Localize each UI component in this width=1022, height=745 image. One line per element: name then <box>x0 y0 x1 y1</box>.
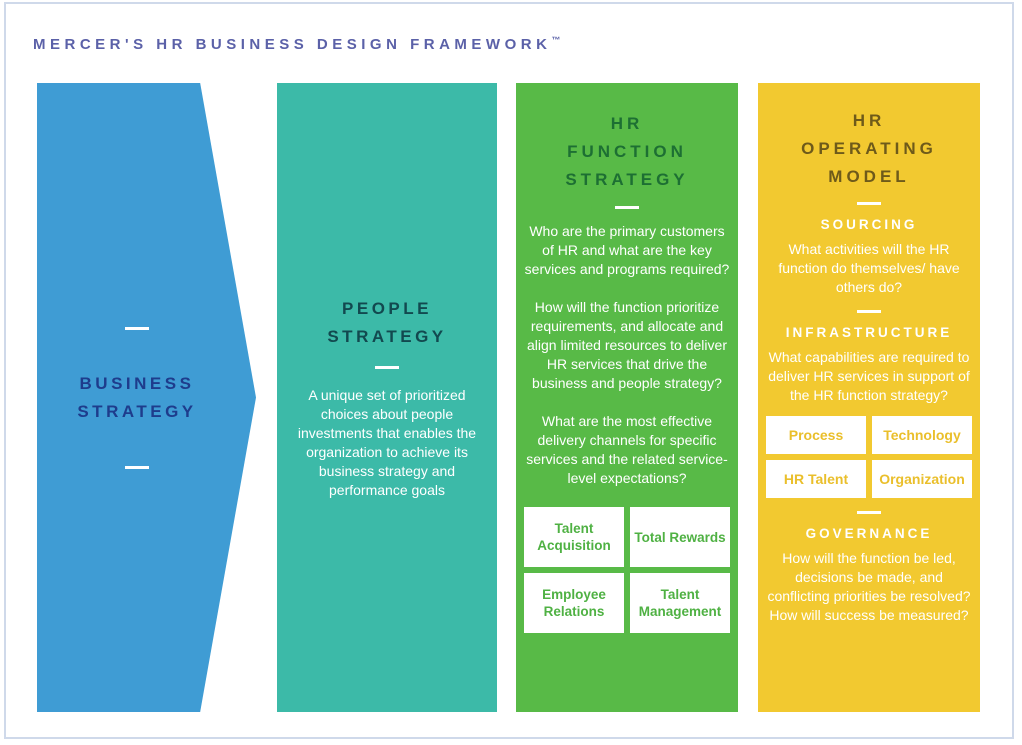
section-heading-infrastructure: INFRASTRUCTURE <box>785 325 953 340</box>
title-line: PEOPLE <box>342 299 432 318</box>
business-strategy-title: BUSINESS STRATEGY <box>77 370 196 426</box>
box-technology: Technology <box>872 416 972 454</box>
governance-question: How will the function be led, decisions … <box>767 550 971 604</box>
title-line: STRATEGY <box>77 401 197 421</box>
divider-dash <box>857 202 881 205</box>
infrastructure-question: What capabilities are required to delive… <box>768 349 970 403</box>
business-strategy-arrow: BUSINESS STRATEGY <box>37 83 256 712</box>
hr-function-strategy-column: HR FUNCTION STRATEGY Who are the primary… <box>516 83 738 712</box>
trademark-symbol: ™ <box>551 35 562 45</box>
title-line: OPERATING <box>801 139 937 158</box>
box-talent-acquisition: Talent Acquisition <box>524 507 624 567</box>
title-line: BUSINESS <box>79 373 195 393</box>
page-title: MERCER'S HR BUSINESS DESIGN FRAMEWORK™ <box>33 35 561 53</box>
section-heading-sourcing: SOURCING <box>820 217 918 232</box>
governance-question: How will success be measured? <box>769 607 969 623</box>
box-organization: Organization <box>872 460 972 498</box>
divider-dash <box>125 465 149 469</box>
divider-dash <box>857 310 881 313</box>
title-line: HR <box>852 111 886 130</box>
question-text: What are the most effective delivery cha… <box>526 413 728 486</box>
box-employee-relations: Employee Relations <box>524 573 624 633</box>
people-strategy-description: A unique set of prioritized choices abou… <box>297 387 477 498</box>
section-heading-governance: GOVERNANCE <box>805 526 933 541</box>
title-line: MODEL <box>828 167 910 186</box>
page-title-text: MERCER'S HR BUSINESS DESIGN FRAMEWORK <box>33 36 552 53</box>
operating-model-box-grid: Process Technology HR Talent Organizatio… <box>766 416 972 498</box>
box-talent-management: Talent Management <box>630 573 730 633</box>
box-hr-talent: HR Talent <box>766 460 866 498</box>
people-strategy-title: PEOPLE STRATEGY <box>327 295 446 351</box>
box-process: Process <box>766 416 866 454</box>
hr-function-strategy-title: HR FUNCTION STRATEGY <box>565 110 688 194</box>
hr-services-box-grid: Talent Acquisition Total Rewards Employe… <box>524 507 730 633</box>
sourcing-question: What activities will the HR function do … <box>778 241 960 295</box>
hr-operating-model-column: HR OPERATING MODEL SOURCING What activit… <box>758 83 980 712</box>
divider-dash <box>615 206 639 209</box>
people-strategy-column: PEOPLE STRATEGY A unique set of prioriti… <box>277 83 497 712</box>
divider-dash <box>375 366 399 369</box>
question-text: How will the function prioritize require… <box>527 299 727 391</box>
title-line: FUNCTION <box>567 142 687 161</box>
title-line: STRATEGY <box>565 170 689 189</box>
question-text: Who are the primary customers of HR and … <box>524 223 730 277</box>
divider-dash <box>857 511 881 514</box>
title-line: STRATEGY <box>327 327 447 346</box>
divider-dash <box>125 326 149 330</box>
title-line: HR <box>610 114 644 133</box>
box-total-rewards: Total Rewards <box>630 507 730 567</box>
hr-operating-model-title: HR OPERATING MODEL <box>801 107 937 191</box>
